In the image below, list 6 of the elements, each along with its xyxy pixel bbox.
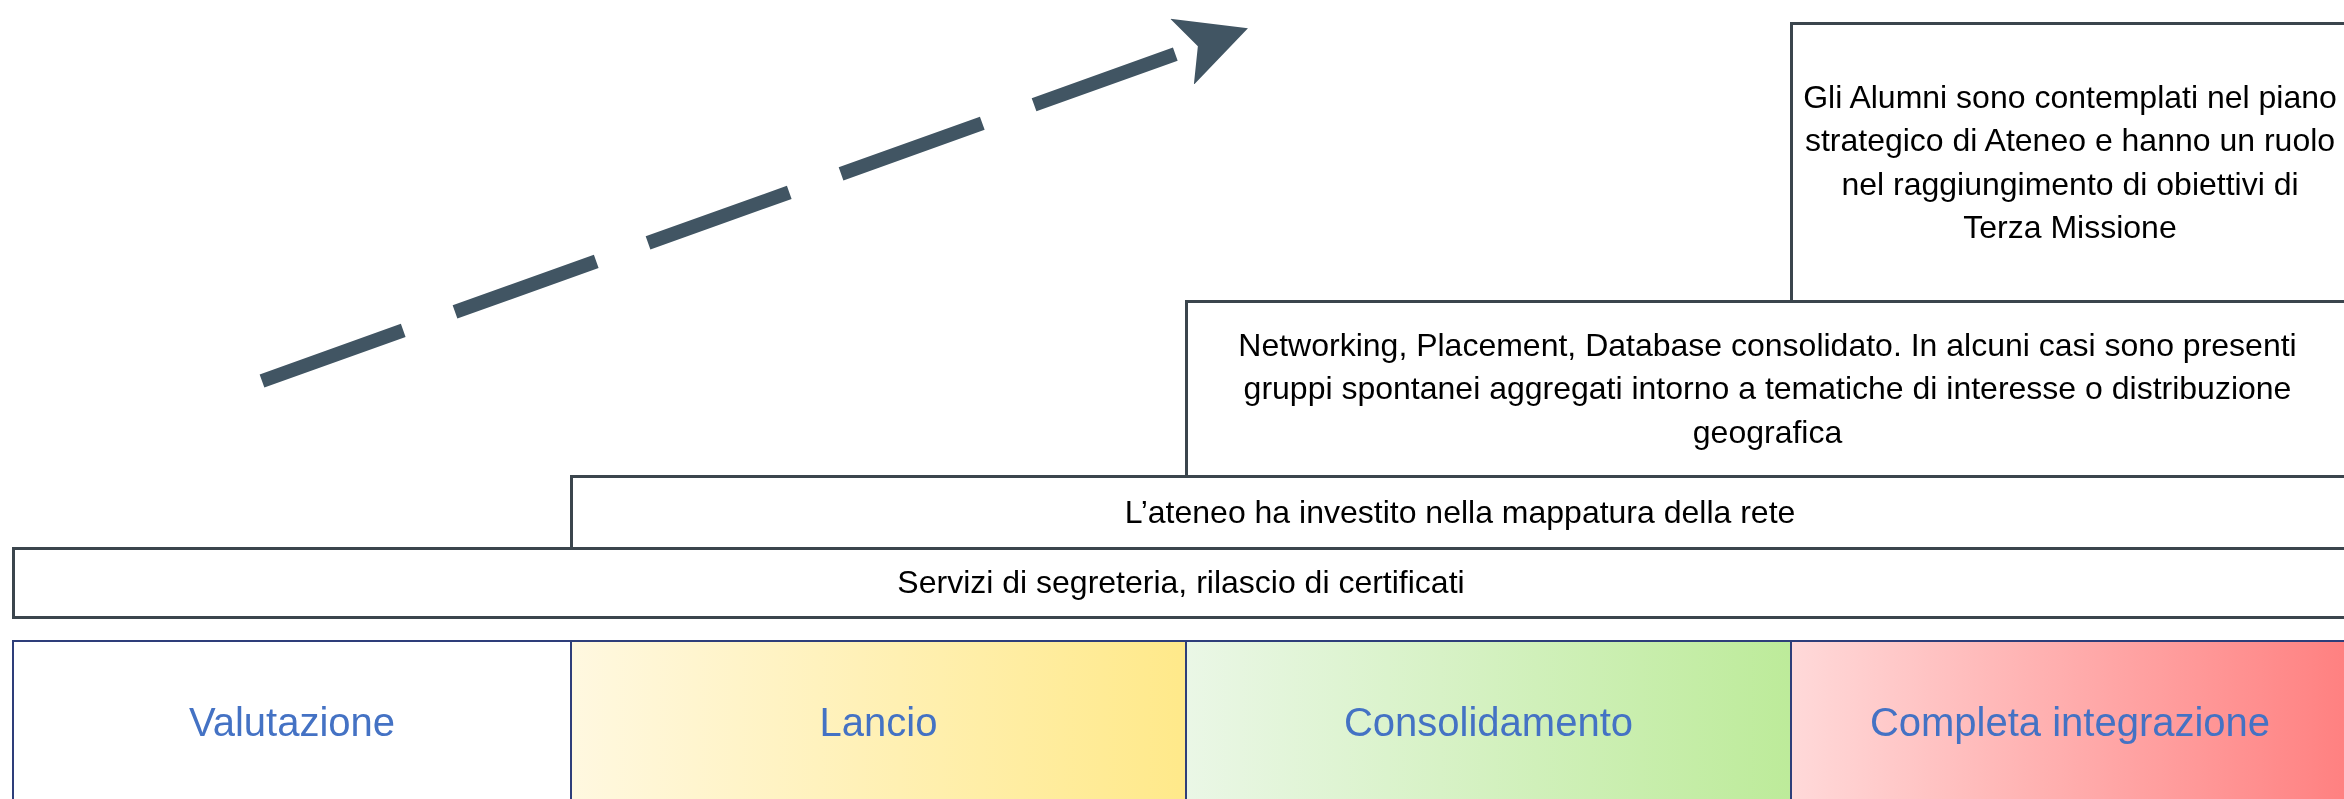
step-box: Gli Alumni sono contemplati nel piano strategico di Ateneo e hanno un ruolo nel raggiungimento di obiettivi di Terza Missione bbox=[1790, 22, 2344, 303]
step-box: Servizi di segreteria, rilascio di certificati bbox=[12, 547, 2344, 619]
phase-box: Consolidamento bbox=[1185, 640, 1792, 799]
phase-box: Valutazione bbox=[12, 640, 572, 799]
phase-box: Lancio bbox=[570, 640, 1187, 799]
phase-box: Completa integrazione bbox=[1790, 640, 2344, 799]
